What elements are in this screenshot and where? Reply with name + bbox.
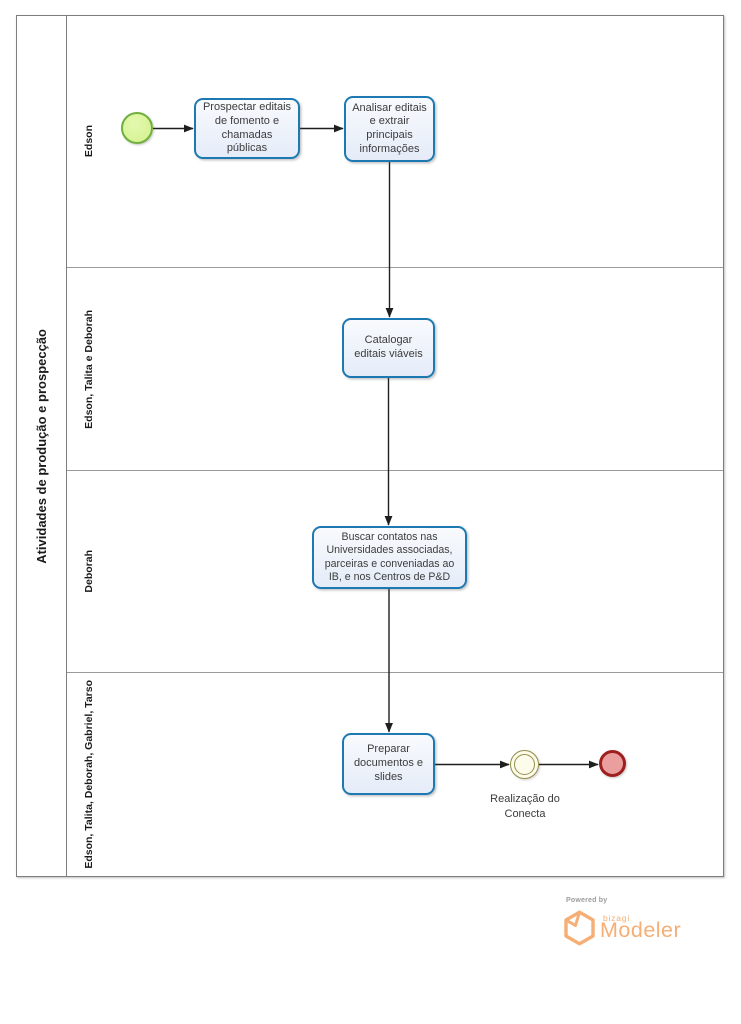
pool-title-band: Atividades de produção e prospecção bbox=[17, 16, 67, 876]
task-label: Prospectar editais de fomento e chamadas… bbox=[202, 101, 292, 155]
task-catalogar-editais: Catalogar editais viáveis bbox=[342, 318, 435, 378]
lane-label: Edson bbox=[83, 125, 95, 158]
intermediate-event-inner-ring bbox=[514, 754, 535, 775]
lanes-container: Edson Edson, Talita e Deborah Deborah Ed… bbox=[67, 16, 723, 876]
bizagi-brand-text: bizagi bbox=[603, 913, 631, 923]
lane-label-band: Edson, Talita, Deborah, Gabriel, Tarso bbox=[71, 673, 107, 876]
intermediate-event bbox=[510, 750, 539, 779]
lane-label-band: Edson, Talita e Deborah bbox=[71, 268, 107, 470]
modeler-product-text: Modeler bbox=[600, 918, 682, 942]
bizagi-logo-icon bbox=[564, 910, 595, 946]
lane-deborah: Deborah bbox=[67, 471, 723, 673]
lane-label: Edson, Talita e Deborah bbox=[83, 309, 95, 429]
task-preparar-documentos: Preparar documentos e slides bbox=[342, 733, 435, 795]
task-label: Analisar editais e extrair principais in… bbox=[352, 101, 427, 155]
pool-title: Atividades de produção e prospecção bbox=[34, 328, 49, 564]
end-event bbox=[599, 750, 626, 777]
lane-label: Edson, Talita, Deborah, Gabriel, Tarso bbox=[83, 680, 95, 869]
task-label: Catalogar editais viáveis bbox=[354, 334, 423, 360]
start-event bbox=[121, 112, 153, 144]
task-buscar-contatos: Buscar contatos nas Universidades associ… bbox=[312, 526, 467, 589]
task-label: Buscar contatos nas Universidades associ… bbox=[324, 531, 455, 583]
intermediate-event-label: Realização do Conecta bbox=[490, 793, 560, 820]
lane-edson: Edson bbox=[67, 16, 723, 268]
lane-label-band: Deborah bbox=[71, 471, 107, 672]
task-label: Preparar documentos e slides bbox=[353, 743, 424, 783]
task-analisar-editais: Analisar editais e extrair principais in… bbox=[344, 96, 435, 162]
task-prospectar-editais: Prospectar editais de fomento e chamadas… bbox=[194, 98, 300, 159]
lane-label: Deborah bbox=[83, 550, 95, 593]
lane-edson-talita-deborah: Edson, Talita e Deborah bbox=[67, 268, 723, 471]
lane-label-band: Edson bbox=[71, 16, 107, 267]
powered-by-text: Powered by bbox=[566, 897, 608, 904]
